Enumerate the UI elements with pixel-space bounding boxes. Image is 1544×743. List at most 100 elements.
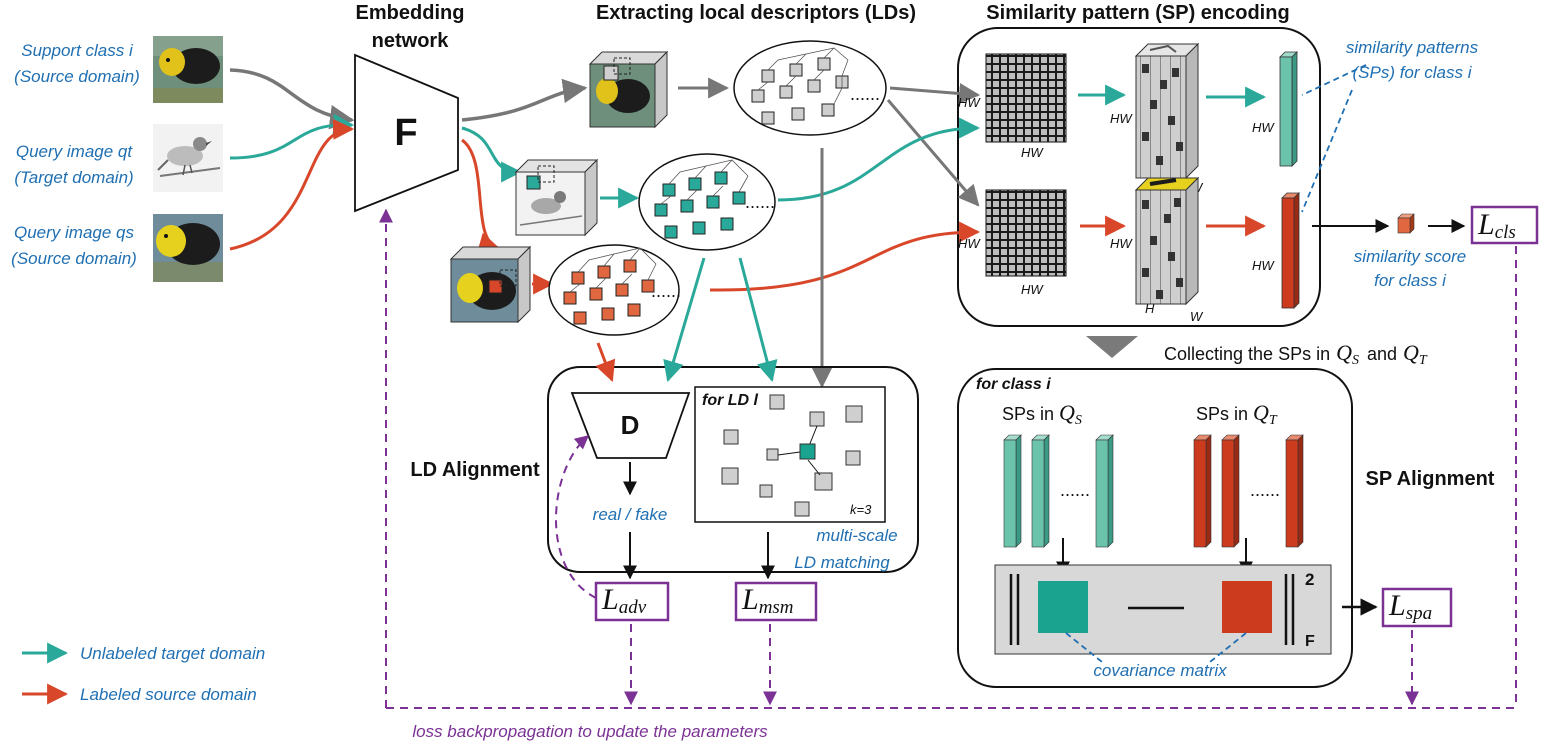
query-bird-image [153,124,223,192]
loss-msm-box [734,581,818,622]
sp-vector-support [1279,51,1298,167]
header-sp-encoding: Similarity pattern (SP) encoding [986,2,1289,24]
covariance-label: covariance matrix [1093,661,1227,680]
query-qs-label-line2: (Source domain) [11,249,137,268]
block-top-hw: HW [1110,111,1133,126]
sp-bars-source [1003,434,1114,548]
legend-labeled-text: Labeled source domain [80,685,257,704]
sp-alignment-title: SP Alignment [1366,468,1495,490]
ld-support-dots: ...... [850,84,880,104]
grid-top-hw-bottom: HW [1021,145,1044,160]
ld-matching-points [721,394,863,517]
grid-bottom-hw-bottom: HW [1021,282,1044,297]
sp-query-hw: HW [1252,258,1275,273]
score-label-line1: similarity score [1354,247,1466,266]
k-label: k=3 [850,502,872,517]
similarity-grid-top [985,53,1067,143]
f-to-qt-cube-arrow [461,126,523,183]
query-qt-to-f-arrow [229,113,355,160]
block-bottom-hw: HW [1110,236,1133,251]
query-fish-qs-image [153,214,223,282]
discriminator-d-label: D [621,410,640,440]
score-label-line2: for class i [1374,271,1447,290]
block-bottom-h: H [1145,301,1155,316]
ld-qt-to-grid1-arrow [777,117,981,202]
similarity-block-top [1134,42,1200,180]
covariance-pointer-right [1209,632,1247,663]
f-to-support-cube-arrow [461,78,588,122]
loss-adv-label: Ladv [601,583,647,618]
support-feature-cube [588,50,669,129]
ld-qt-to-grid2-arrow [709,221,981,292]
support-fish-image [153,36,223,103]
ladv-to-d-dashed-arrow [555,435,597,599]
sp-support-hw: HW [1252,120,1275,135]
loss-cls-label: Lcls [1477,208,1516,243]
ld-qt-to-matching-arrow [738,257,778,383]
norm-superscript: 2 [1305,570,1314,589]
legend-unlabeled-text: Unlabeled target domain [80,644,265,663]
query-qt-feature-cube [514,158,599,237]
similarity-block-bottom [1134,176,1200,306]
norm-bars-right [1284,574,1295,645]
sp-bars-target [1193,434,1304,548]
ld-alignment-panel [547,366,919,573]
similarity-grid-bottom [985,189,1067,277]
for-class-label: for class i [976,376,1051,393]
source-bars-dots: ...... [1060,480,1090,500]
sp-encoding-panel [957,27,1321,327]
sp-vector-query [1281,192,1300,309]
norm-subscript: F [1305,633,1315,650]
loss-msm-label: Lmsm [741,583,794,618]
similarity-score-cube [1397,213,1415,234]
support-label-line2: (Source domain) [14,67,140,86]
block-bottom-w: W [1190,309,1204,324]
msm-label-line1: multi-scale [816,526,897,545]
covariance-pointer-left [1065,632,1103,663]
sp-patterns-pointer-bottom [1301,89,1353,213]
query-qs-to-f-arrow [229,118,355,251]
sp-alignment-panel [957,368,1353,688]
real-fake-label: real / fake [593,505,668,524]
sp-patterns-label-line2: (SPs) for class i [1352,63,1472,82]
f-to-qs-cube-arrow [461,138,501,253]
backprop-label: loss backpropagation to update the param… [412,722,768,741]
grid-top-hw-left: HW [958,95,981,110]
for-ld-label: for LD l [702,392,759,409]
msm-label-line2: LD matching [794,553,890,572]
norm-bars-left [1009,574,1020,645]
query-qt-label-line1: Query image qt [16,142,133,161]
support-to-f-arrow [229,68,355,130]
ld-alignment-title: LD Alignment [410,459,540,481]
query-qs-feature-cube [449,245,532,324]
ld-support-to-grid-arrow [889,83,981,104]
loss-spa-label: Lspa [1388,589,1432,624]
support-label-line1: Support class i [21,41,134,60]
ld-matching-query-point [799,443,816,460]
target-bars-dots: ...... [1250,480,1280,500]
ld-set-query-qs: ...... [548,244,681,336]
header-embedding-line1: Embedding [356,2,465,24]
sp-patterns-pointer-top [1301,64,1367,96]
ld-qs-dots: ...... [651,281,681,301]
query-qs-label-line1: Query image qs [14,223,134,242]
sp-patterns-label-line1: similarity patterns [1346,38,1479,57]
ld-qt-dots: ...... [745,192,775,212]
covariance-source [1038,581,1088,633]
ld-qs-to-d-arrow [595,342,616,382]
ld-support-to-grid2-arrow [886,99,980,207]
header-embedding-line2: network [372,30,450,52]
ld-qt-to-d-arrow [663,257,706,383]
ld-set-support: ...... [733,40,887,136]
grid-bottom-hw-left: HW [958,236,981,251]
loss-cls-box [1470,205,1539,245]
header-extracting: Extracting local descriptors (LDs) [596,2,916,24]
loss-spa-box [1381,587,1453,628]
ld-set-query-qt: ...... [638,153,776,251]
embedding-network-f [354,53,459,213]
query-qt-label-line2: (Target domain) [14,168,133,187]
